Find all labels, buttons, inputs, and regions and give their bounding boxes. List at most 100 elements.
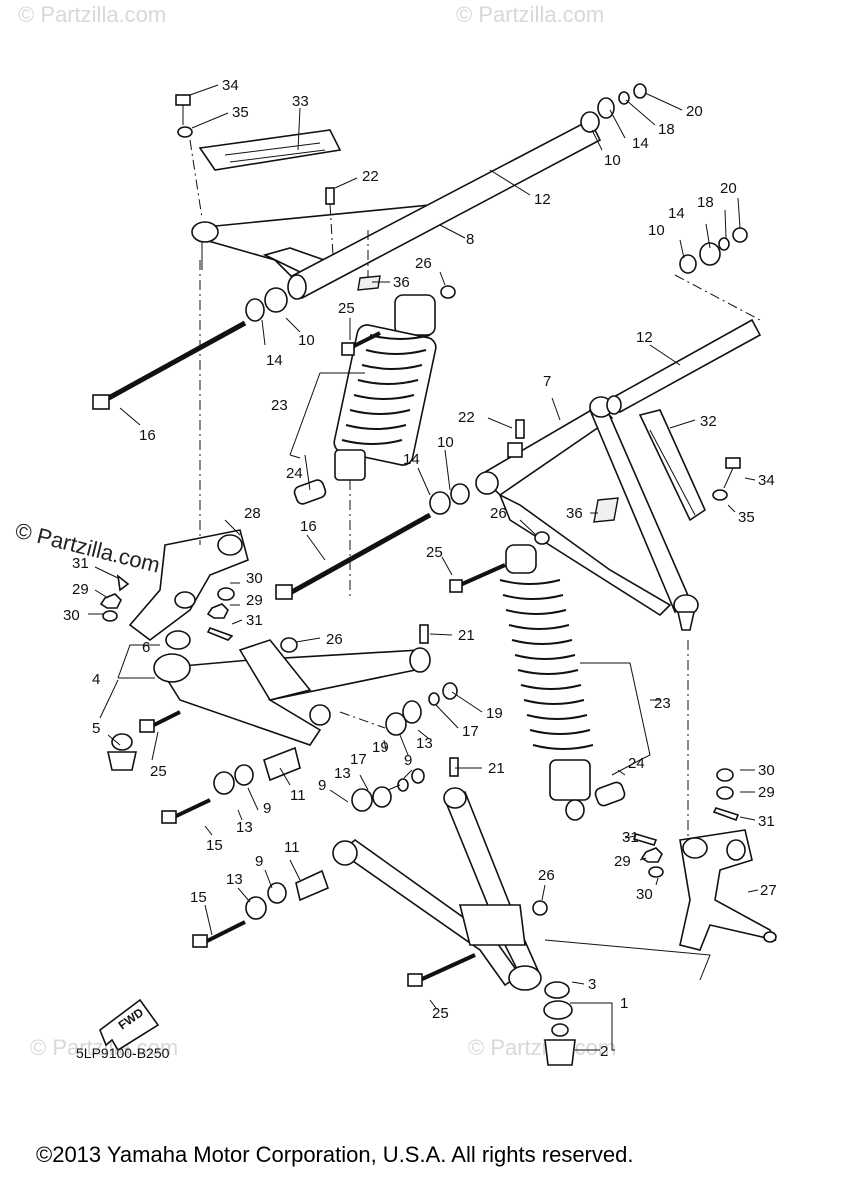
grease-nipple-22-right <box>515 419 525 439</box>
bushing-set-mid <box>429 483 470 515</box>
callout-9: 9 <box>404 752 412 769</box>
callout-2: 2 <box>600 1043 608 1060</box>
callout-25d: 25 <box>432 1005 449 1022</box>
bracket-32 <box>638 409 707 522</box>
callout-6: 6 <box>142 639 150 656</box>
bolt-25-upper <box>341 331 381 356</box>
callout-33: 33 <box>292 93 309 110</box>
leader-dash <box>674 274 761 321</box>
lower-arm-front <box>332 757 548 991</box>
bolt-25-left <box>139 710 181 733</box>
callout-14: 14 <box>632 135 649 152</box>
callout-14c: 14 <box>266 352 283 369</box>
label-36-upper <box>357 275 381 291</box>
callout-29d: 29 <box>614 853 631 870</box>
callout-30b: 30 <box>246 570 263 587</box>
callout-29c: 29 <box>758 784 775 801</box>
hardware-left <box>99 574 235 641</box>
callout-1: 1 <box>620 995 628 1012</box>
bushing-set-mid-right <box>351 682 458 812</box>
callout-18b: 18 <box>697 194 714 211</box>
callout-26b: 26 <box>490 505 507 522</box>
callout-35: 35 <box>232 104 249 121</box>
callout-8: 8 <box>466 231 474 248</box>
upper-arm-7 <box>475 396 691 617</box>
callout-14d: 14 <box>403 451 420 468</box>
callout-34b: 34 <box>758 472 775 489</box>
callout-29: 29 <box>72 581 89 598</box>
callout-13d: 13 <box>226 871 243 888</box>
callout-34: 34 <box>222 77 239 94</box>
callout-9c: 9 <box>263 800 271 817</box>
callout-24: 24 <box>286 465 303 482</box>
callout-25b: 25 <box>426 544 443 561</box>
hardware-right <box>632 768 740 878</box>
callout-18: 18 <box>658 121 675 138</box>
callout-12: 12 <box>534 191 551 208</box>
callout-26: 26 <box>415 255 432 272</box>
callout-16b: 16 <box>300 518 317 535</box>
callout-27: 27 <box>760 882 777 899</box>
callout-12b: 12 <box>636 329 653 346</box>
callout-30: 30 <box>63 607 80 624</box>
bolt-16-upper <box>92 320 247 410</box>
callout-17: 17 <box>462 723 479 740</box>
shock-absorber-lower <box>499 531 626 821</box>
leader-dash <box>189 139 203 219</box>
callout-32: 32 <box>700 413 717 430</box>
callout-21: 21 <box>458 627 475 644</box>
lower-arm-4 <box>153 624 431 746</box>
callout-10: 10 <box>604 152 621 169</box>
circlip-6 <box>165 630 191 650</box>
callout-9d: 9 <box>255 853 263 870</box>
grease-nipple-22-upper <box>325 187 335 256</box>
leader-lines <box>88 84 759 1051</box>
bushing-set-upper-right <box>580 83 647 133</box>
callout-13c: 13 <box>236 819 253 836</box>
leader-dash <box>339 711 386 729</box>
callout-13: 13 <box>416 735 433 752</box>
callout-29b: 29 <box>246 592 263 609</box>
callout-16: 16 <box>139 427 156 444</box>
callout-36b: 36 <box>566 505 583 522</box>
callout-36: 36 <box>393 274 410 291</box>
bracket-33 <box>198 129 342 171</box>
callout-13b: 13 <box>334 765 351 782</box>
bolt-34-right <box>712 457 741 501</box>
watermark-bottom-right: © Partzilla.com <box>468 1035 616 1060</box>
callout-20: 20 <box>686 103 703 120</box>
callout-31d: 31 <box>622 829 639 846</box>
callout-15: 15 <box>206 837 223 854</box>
callout-28: 28 <box>244 505 261 522</box>
bushing-set-right <box>679 227 748 274</box>
callout-11: 11 <box>290 787 306 804</box>
tube-12-upper <box>287 118 602 300</box>
callout-35b: 35 <box>738 509 755 526</box>
callout-7: 7 <box>543 373 551 390</box>
bushing-set-upper-left <box>245 287 288 322</box>
callout-15b: 15 <box>190 889 207 906</box>
ball-joint-2 <box>543 981 576 1066</box>
callout-5: 5 <box>92 720 100 737</box>
bolt-25-lower <box>407 953 476 987</box>
callout-23b: 23 <box>654 695 671 712</box>
callout-30c: 30 <box>758 762 775 779</box>
callout-31c: 31 <box>758 813 775 830</box>
callout-11b: 11 <box>284 839 300 856</box>
callout-9b: 9 <box>318 777 326 794</box>
ball-joint-right <box>673 594 699 631</box>
callout-22: 22 <box>362 168 379 185</box>
callout-24b: 24 <box>628 755 645 772</box>
label-36-right <box>593 497 619 523</box>
callout-20b: 20 <box>720 180 737 197</box>
callout-3: 3 <box>588 976 596 993</box>
callout-labels: 34 35 33 22 20 18 14 10 12 8 20 18 14 10… <box>63 77 777 1060</box>
ball-joint-5 <box>107 733 137 771</box>
callout-26c: 26 <box>326 631 343 648</box>
diagram-code: 5LP9100-B250 <box>76 1045 170 1061</box>
callout-10b: 10 <box>648 222 665 239</box>
watermark-top-right: © Partzilla.com <box>456 2 604 27</box>
bushing-set-lower-left <box>161 746 330 948</box>
callout-25: 25 <box>338 300 355 317</box>
